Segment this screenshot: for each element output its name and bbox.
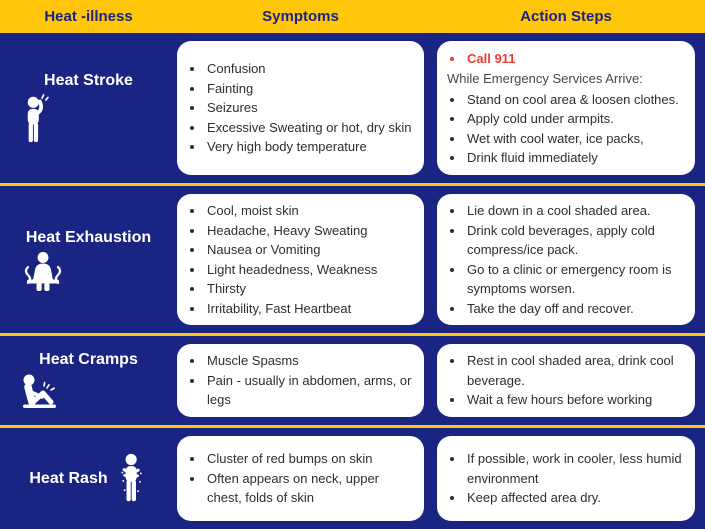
action-item: Drink fluid immediately (465, 148, 687, 168)
symptom-item: Headache, Heavy Sweating (205, 221, 416, 241)
symptom-item: Very high body temperature (205, 137, 416, 157)
actions-card: Rest in cool shaded area, drink cool bev… (437, 344, 695, 417)
symptoms-list: Cool, moist skinHeadache, Heavy Sweating… (187, 201, 416, 318)
illness-label: Heat Stroke (44, 72, 133, 89)
symptom-item: Muscle Spasms (205, 351, 416, 371)
illness-row: Heat Exhaustion Cool, moist skinHeadache… (0, 183, 705, 333)
illness-row: Heat Rash Cluster of red bumps on skinOf… (0, 425, 705, 529)
actions-list: If possible, work in cooler, less humid … (447, 449, 687, 508)
table-header: Heat -illness Symptoms Action Steps (0, 0, 705, 33)
action-item: Go to a clinic or emergency room is symp… (465, 260, 687, 299)
symptoms-list: Muscle SpasmsPain - usually in abdomen, … (187, 351, 416, 410)
column-header-heat-illness: Heat -illness (44, 8, 133, 25)
column-header-action-steps: Action Steps (520, 8, 612, 25)
column-header-symptoms: Symptoms (262, 8, 339, 25)
alert-list: Call 911 (447, 49, 687, 69)
symptom-item: Pain - usually in abdomen, arms, or legs (205, 371, 416, 410)
action-item: If possible, work in cooler, less humid … (465, 449, 687, 488)
dizzy-person-icon (20, 94, 177, 144)
illness-label: Heat Cramps (39, 350, 138, 368)
illness-cell: Heat Exhaustion (0, 186, 177, 333)
illness-cell: Heat Rash (0, 428, 177, 529)
symptom-item: Light headedness, Weakness (205, 260, 416, 280)
illness-cell: Heat Cramps (0, 336, 177, 425)
actions-card: Lie down in a cool shaded area.Drink col… (437, 194, 695, 325)
illness-label: Heat Exhaustion (25, 228, 152, 246)
symptoms-card: ConfusionFaintingSeizuresExcessive Sweat… (177, 41, 424, 175)
symptoms-list: ConfusionFaintingSeizuresExcessive Sweat… (187, 59, 416, 157)
symptom-item: Fainting (205, 79, 416, 99)
symptoms-card: Cool, moist skinHeadache, Heavy Sweating… (177, 194, 424, 325)
action-item: Keep affected area dry. (465, 488, 687, 508)
symptom-item: Excessive Sweating or hot, dry skin (205, 118, 416, 138)
action-item: Take the day off and recover. (465, 299, 687, 319)
action-item: Drink cold beverages, apply cold compres… (465, 221, 687, 260)
action-item: Wait a few hours before working (465, 390, 687, 410)
symptoms-list: Cluster of red bumps on skinOften appear… (187, 449, 416, 508)
sweating-person-icon (20, 251, 177, 291)
symptoms-card: Muscle SpasmsPain - usually in abdomen, … (177, 344, 424, 417)
illness-cell: Heat Stroke (0, 33, 177, 183)
symptom-item: Irritability, Fast Heartbeat (205, 299, 416, 319)
actions-list: Rest in cool shaded area, drink cool bev… (447, 351, 687, 410)
symptom-item: Cluster of red bumps on skin (205, 449, 416, 469)
actions-list: Lie down in a cool shaded area.Drink col… (447, 201, 687, 318)
symptom-item: Thirsty (205, 279, 416, 299)
action-item: Lie down in a cool shaded area. (465, 201, 687, 221)
call-911-alert: Call 911 (465, 49, 687, 69)
actions-list: Stand on cool area & loosen clothes.Appl… (447, 90, 687, 168)
emergency-note: While Emergency Services Arrive: (447, 71, 643, 86)
action-item: Rest in cool shaded area, drink cool bev… (465, 351, 687, 390)
illness-row: Heat Cramps Muscle SpasmsPain - usually … (0, 333, 705, 425)
symptom-item: Often appears on neck, upper chest, fold… (205, 469, 416, 508)
action-item: Apply cold under armpits. (465, 109, 687, 129)
illness-row: Heat Stroke ConfusionFaintingSeizuresExc… (0, 33, 705, 183)
cramping-person-icon (20, 373, 177, 411)
symptom-item: Cool, moist skin (205, 201, 416, 221)
actions-card: Call 911 While Emergency Services Arrive… (437, 41, 695, 175)
action-item: Stand on cool area & loosen clothes. (465, 90, 687, 110)
symptom-item: Seizures (205, 98, 416, 118)
illness-label: Heat Rash (29, 469, 108, 487)
symptom-item: Nausea or Vomiting (205, 240, 416, 260)
table-body: Heat Stroke ConfusionFaintingSeizuresExc… (0, 33, 705, 529)
action-item: Wet with cool water, ice packs, (465, 129, 687, 149)
symptom-item: Confusion (205, 59, 416, 79)
actions-card: If possible, work in cooler, less humid … (437, 436, 695, 521)
symptoms-card: Cluster of red bumps on skinOften appear… (177, 436, 424, 521)
scratching-person-icon (118, 453, 148, 505)
